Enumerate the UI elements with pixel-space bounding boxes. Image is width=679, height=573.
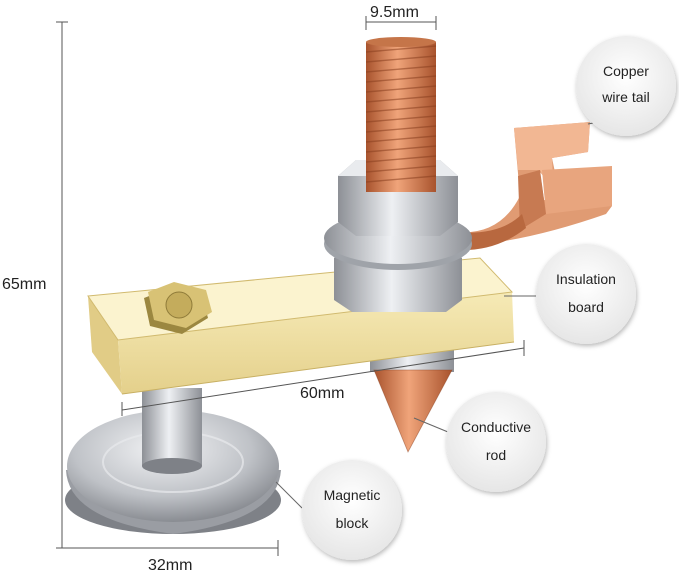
callout-copper-line2: wire tail [601, 89, 649, 105]
callout-magnetic-line1: Magnetic [324, 487, 381, 503]
callout-insulation-board [536, 244, 636, 344]
dimension-board [121, 340, 525, 416]
dimension-base [68, 540, 279, 556]
base-diameter-label: 32mm [148, 557, 192, 573]
magnetic-block-part [65, 410, 281, 534]
callout-conductive-rod [446, 392, 546, 492]
main-bolt [324, 37, 472, 312]
bolt-diameter-label: 9.5mm [370, 4, 419, 21]
small-hex-bolt [144, 282, 212, 334]
callout-magnetic-block [302, 460, 402, 560]
callout-conductive-line1: Conductive [461, 419, 531, 435]
board-length-label: 60mm [300, 385, 344, 402]
dimension-bolt [365, 16, 437, 30]
height-label: 65mm [2, 276, 46, 293]
callout-insulation-line2: board [568, 299, 604, 315]
callout-insulation-line1: Insulation [556, 271, 616, 287]
copper-wire-tail-part [456, 122, 612, 251]
magnet-stem [142, 388, 202, 474]
height-label-bg [0, 270, 60, 296]
callout-magnetic-line2: block [336, 515, 370, 531]
callout-conductive-line2: rod [486, 447, 506, 463]
dimension-height [56, 21, 68, 549]
callout-copper-line1: Copper [603, 63, 649, 79]
callout-copper-wire-tail [576, 36, 676, 136]
